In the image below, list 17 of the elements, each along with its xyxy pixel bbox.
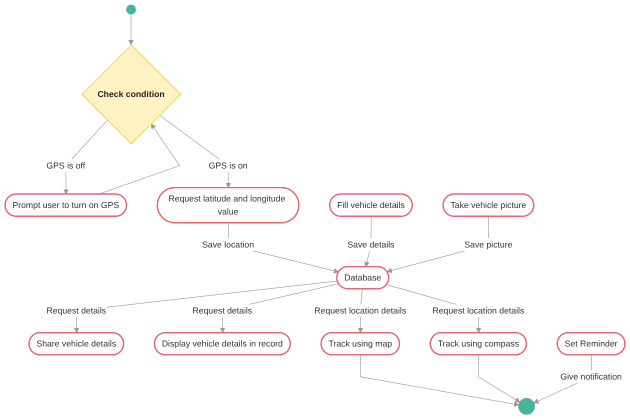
node-circle [126,4,136,14]
edge-label: Save picture [464,239,512,250]
edge-label: Request location details [432,305,524,316]
edge-label: Request location details [314,305,406,316]
arrow [128,14,134,46]
node-circle [518,398,535,415]
node-diamond: Check condition [81,44,182,145]
edge-label: Give notification [560,371,622,382]
edge-label: GPS is off [46,160,86,170]
arrow [74,280,338,334]
edge-label: Save location [202,239,254,250]
edge-label: Save details [347,239,394,250]
edge-label: Request details [46,305,106,316]
edge-label: Request details [192,305,252,316]
edge-label: GPS is on [208,160,248,170]
arrow [360,354,520,407]
arrow [478,354,520,403]
